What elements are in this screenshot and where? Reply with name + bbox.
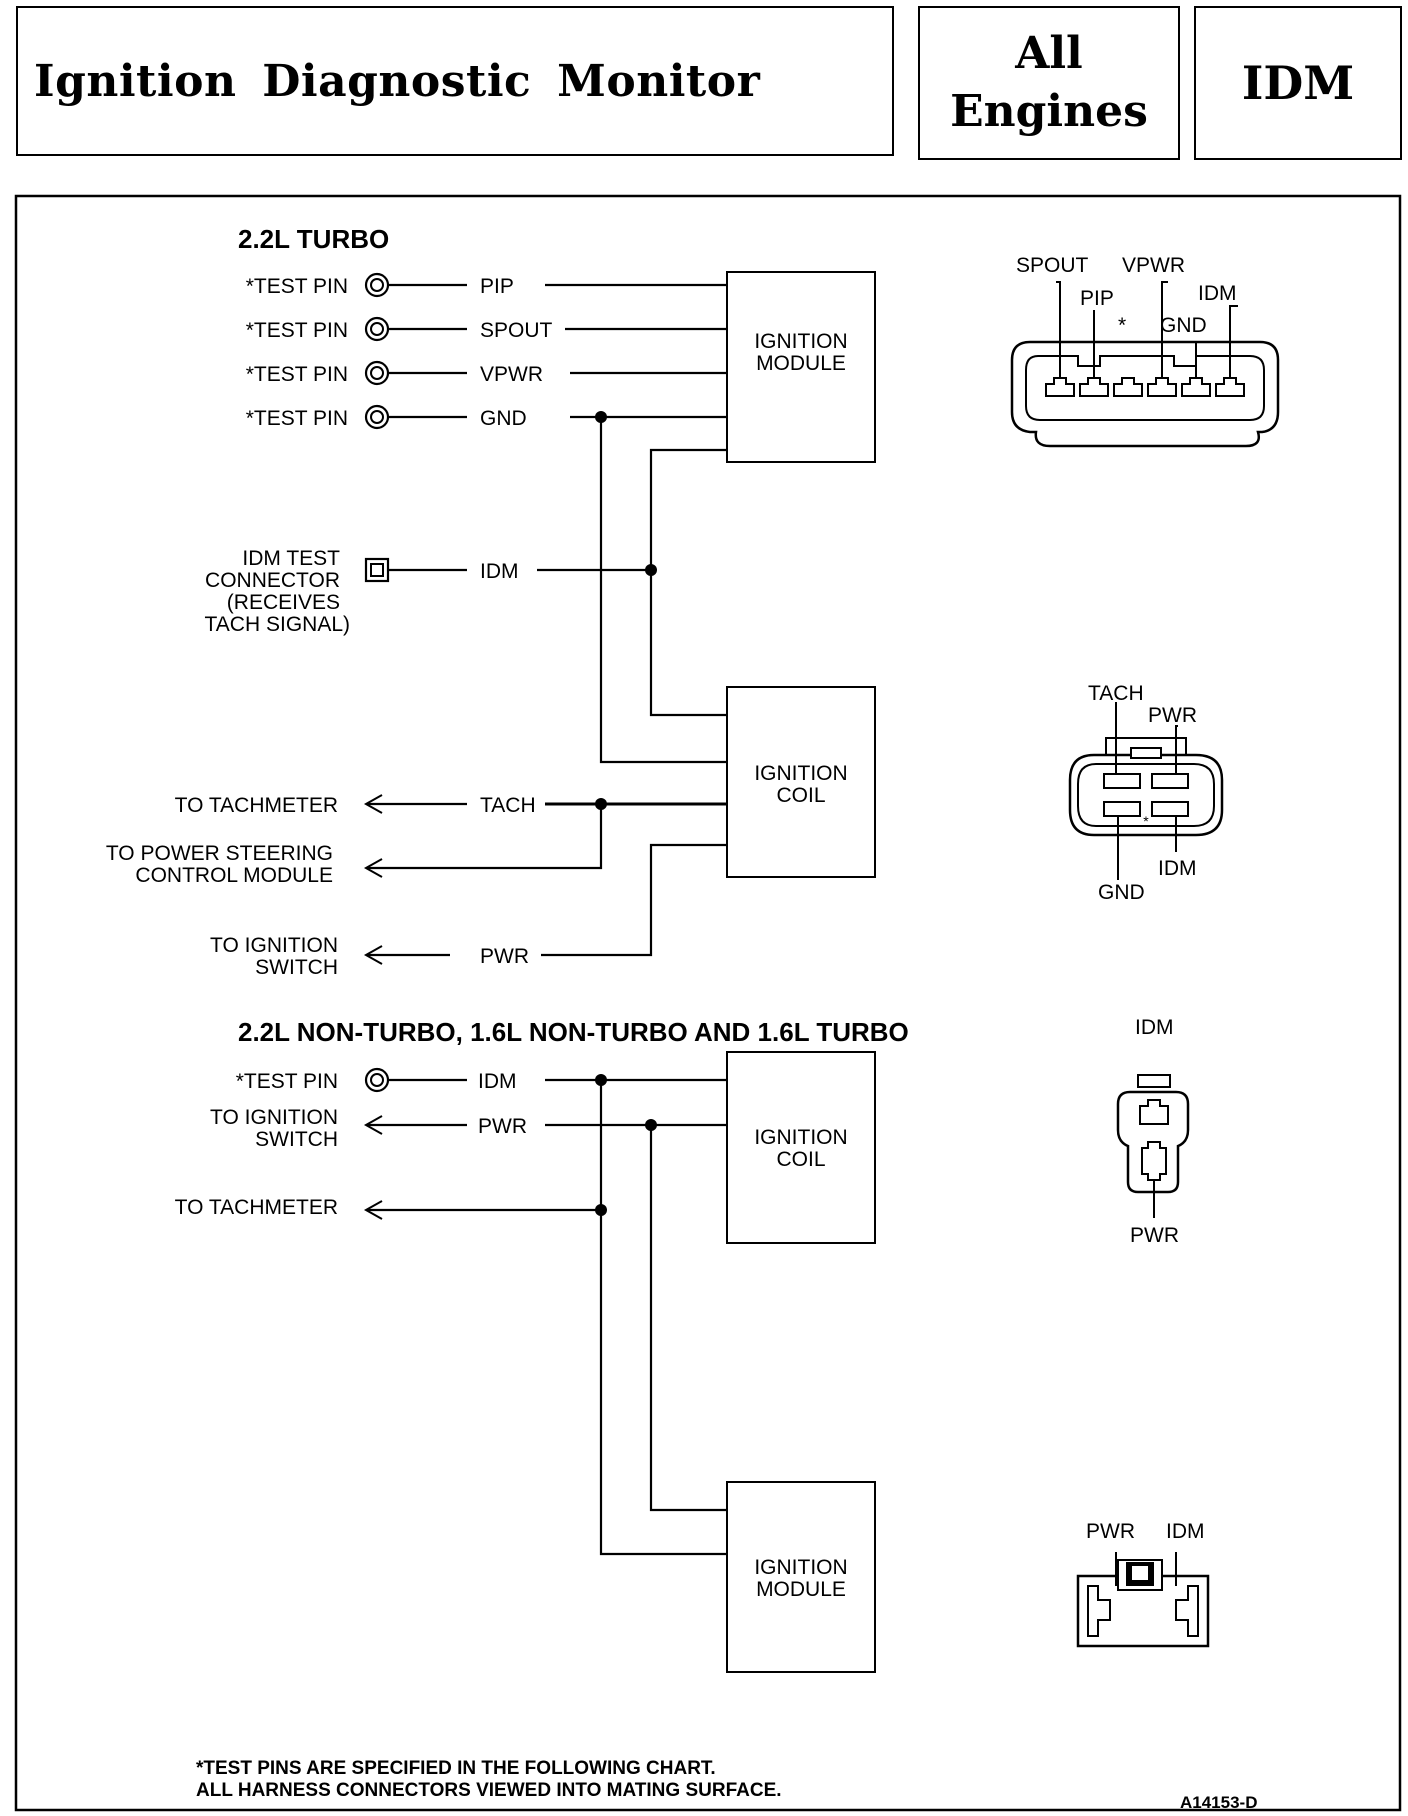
nonturbo-idm-signal: IDM	[478, 1070, 517, 1093]
power-steering-line-1: TO POWER STEERING	[106, 842, 333, 865]
engines-line-2: Engines	[950, 86, 1148, 137]
test-pin-vpwr-icon[interactable]	[364, 360, 390, 386]
test-pin-spout-icon[interactable]	[364, 316, 390, 342]
nonturbo-ignition-coil	[726, 1051, 876, 1244]
conn1-spout: SPOUT	[1016, 254, 1089, 277]
nonturbo-coil-label-2: COIL	[776, 1148, 825, 1171]
code-box: IDM	[1194, 6, 1402, 160]
nonturbo-ign-switch-2: SWITCH	[255, 1128, 338, 1151]
coil-4pin-connector-icon: *	[1068, 702, 1224, 880]
idm-conn-line-1: IDM TEST	[242, 547, 340, 570]
page-title: Ignition Diagnostic Monitor	[34, 55, 761, 107]
conn2-tach: TACH	[1088, 682, 1144, 705]
footnote-line-2: ALL HARNESS CONNECTORS VIEWED INTO MATIN…	[196, 1780, 782, 1801]
figure-code: A14153-D	[1180, 1793, 1258, 1812]
gnd-splice	[595, 411, 607, 423]
turbo-ignition-module	[726, 271, 876, 463]
signal-pip: PIP	[480, 275, 514, 298]
diagram-frame	[14, 194, 1402, 1812]
nonturbo-coil-label-1: IGNITION	[754, 1126, 847, 1149]
conn1-pip: PIP	[1080, 287, 1114, 310]
nonturbo-pwr-splice	[645, 1119, 657, 1131]
test-pin-label-gnd: *TEST PIN	[246, 407, 348, 430]
test-pin-pip-icon[interactable]	[364, 272, 390, 298]
footnote-line-1: *TEST PINS ARE SPECIFIED IN THE FOLLOWIN…	[196, 1758, 716, 1779]
conn4-idm: IDM	[1166, 1520, 1205, 1543]
ign-switch-turbo-1: TO IGNITION	[210, 934, 338, 957]
idm-signal-turbo: IDM	[480, 560, 519, 583]
nonturbo-ign-switch-1: TO IGNITION	[210, 1106, 338, 1129]
turbo-coil-label-2: COIL	[776, 784, 825, 807]
conn3-idm: IDM	[1135, 1016, 1174, 1039]
signal-vpwr: VPWR	[480, 363, 543, 386]
conn4-pwr: PWR	[1086, 1520, 1135, 1543]
idm-conn-line-3: (RECEIVES	[227, 591, 340, 614]
module-2pin-connector-icon	[1076, 1552, 1210, 1648]
nonturbo-module-label-2: MODULE	[756, 1578, 846, 1601]
signal-gnd: GND	[480, 407, 527, 430]
to-tachometer-turbo: TO TACHMETER	[175, 794, 338, 817]
conn1-star: *	[1118, 314, 1126, 337]
turbo-heading: 2.2L TURBO	[238, 224, 389, 254]
module-6pin-connector-icon	[1010, 281, 1280, 448]
test-pin-label-spout: *TEST PIN	[246, 319, 348, 342]
engines-line-1: All	[1015, 28, 1083, 79]
signal-spout: SPOUT	[480, 319, 553, 342]
turbo-module-label-1: IGNITION	[754, 330, 847, 353]
nonturbo-module-label-1: IGNITION	[754, 1556, 847, 1579]
conn1-vpwr: VPWR	[1122, 254, 1185, 277]
conn1-idm: IDM	[1198, 282, 1237, 305]
nonturbo-idm-splice	[595, 1074, 607, 1086]
power-steering-line-2: CONTROL MODULE	[135, 864, 333, 887]
pwr-signal-turbo: PWR	[480, 945, 529, 968]
turbo-ignition-coil	[726, 686, 876, 878]
test-pin-label-pip: *TEST PIN	[246, 275, 348, 298]
conn2-idm: IDM	[1158, 857, 1197, 880]
turbo-module-label-2: MODULE	[756, 352, 846, 375]
ign-switch-turbo-2: SWITCH	[255, 956, 338, 979]
idm-conn-line-2: CONNECTOR	[205, 569, 340, 592]
engines-box: All Engines	[918, 6, 1180, 160]
conn1-gnd: GND	[1160, 314, 1207, 337]
turbo-coil-label-1: IGNITION	[754, 762, 847, 785]
nonturbo-to-tachometer: TO TACHMETER	[175, 1196, 338, 1219]
conn2-gnd: GND	[1098, 881, 1145, 904]
idm-splice	[645, 564, 657, 576]
title-box: Ignition Diagnostic Monitor	[16, 6, 894, 156]
nonturbo-test-pin-label: *TEST PIN	[236, 1070, 338, 1093]
nonturbo-pwr-signal: PWR	[478, 1115, 527, 1138]
section-code: IDM	[1241, 56, 1355, 110]
conn3-pwr: PWR	[1130, 1224, 1179, 1247]
conn2-pwr: PWR	[1148, 704, 1197, 727]
test-pin-label-vpwr: *TEST PIN	[246, 363, 348, 386]
nonturbo-tach-splice	[595, 1204, 607, 1216]
tach-signal: TACH	[480, 794, 536, 817]
test-pin-gnd-icon[interactable]	[364, 404, 390, 430]
coil-2pin-connector-icon	[1116, 1074, 1190, 1218]
nonturbo-ignition-module	[726, 1481, 876, 1673]
svg-text:*: *	[1143, 813, 1149, 829]
nonturbo-heading: 2.2L NON-TURBO, 1.6L NON-TURBO AND 1.6L …	[238, 1017, 909, 1047]
nonturbo-test-pin-icon[interactable]	[364, 1067, 390, 1093]
idm-conn-line-4: TACH SIGNAL)	[205, 613, 350, 636]
